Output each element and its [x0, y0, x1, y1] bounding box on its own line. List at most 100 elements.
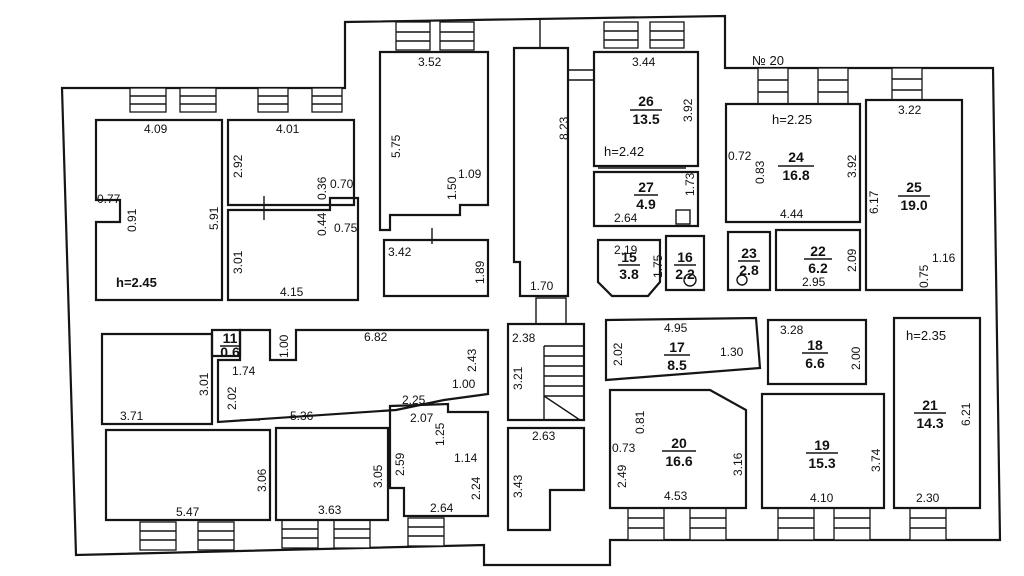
svg-text:5.47: 5.47 [176, 505, 200, 519]
svg-text:5.36: 5.36 [290, 409, 314, 423]
room-area: 16.8 [782, 167, 809, 183]
svg-text:2.95: 2.95 [802, 275, 826, 289]
svg-text:0.91: 0.91 [125, 208, 139, 232]
ceiling-height: h=2.42 [604, 144, 644, 159]
svg-text:0.44: 0.44 [315, 212, 329, 236]
svg-text:2.02: 2.02 [225, 386, 239, 410]
svg-text:3.43: 3.43 [511, 474, 525, 498]
svg-text:3.63: 3.63 [318, 503, 342, 517]
svg-text:1.16: 1.16 [932, 251, 956, 265]
svg-text:0.75: 0.75 [917, 264, 931, 288]
svg-text:2.25: 2.25 [402, 393, 426, 407]
svg-text:1.30: 1.30 [720, 345, 744, 359]
svg-text:5.75: 5.75 [389, 134, 403, 158]
room-area: 19.0 [900, 197, 927, 213]
svg-text:8.23: 8.23 [557, 116, 571, 140]
svg-text:3.71: 3.71 [120, 409, 144, 423]
svg-text:0.75: 0.75 [334, 221, 358, 235]
svg-text:0.72: 0.72 [728, 149, 752, 163]
svg-text:2.00: 2.00 [849, 346, 863, 370]
room-area: 15.3 [808, 455, 835, 471]
svg-text:4.09: 4.09 [144, 122, 168, 136]
room-area: 3.8 [619, 266, 639, 282]
svg-text:2.02: 2.02 [611, 342, 625, 366]
ceiling-height: h=2.45 [116, 275, 157, 290]
svg-text:0.81: 0.81 [633, 410, 647, 434]
svg-text:1.14: 1.14 [454, 451, 478, 465]
dimension-labels: 4.09 0.77 4.01 0.70 0.75 4.15 3.52 1.09 … [97, 55, 956, 519]
dimension-labels-vertical: 0.91 5.91 2.92 0.36 0.44 3.01 5.75 1.50 … [125, 98, 973, 500]
svg-text:1.00: 1.00 [277, 334, 291, 358]
room-number: 24 [788, 149, 804, 165]
svg-text:4.44: 4.44 [780, 207, 804, 221]
ceiling-height: h=2.25 [772, 112, 812, 127]
svg-text:0.36: 0.36 [315, 176, 329, 200]
svg-text:4.15: 4.15 [280, 285, 304, 299]
svg-text:3.92: 3.92 [681, 98, 695, 122]
room-walls [94, 46, 982, 532]
svg-text:2.64: 2.64 [614, 211, 638, 225]
room-number: 21 [922, 397, 938, 413]
svg-text:0.83: 0.83 [753, 160, 767, 184]
svg-text:4.10: 4.10 [810, 491, 834, 505]
svg-text:4.01: 4.01 [276, 122, 300, 136]
svg-text:3.01: 3.01 [197, 372, 211, 396]
svg-text:2.92: 2.92 [231, 154, 245, 178]
svg-text:4.53: 4.53 [664, 489, 688, 503]
room-number: 20 [671, 435, 687, 451]
svg-text:4.95: 4.95 [664, 321, 688, 335]
svg-text:6.82: 6.82 [364, 330, 388, 344]
room-number: 27 [638, 179, 654, 195]
room-number: 26 [638, 93, 654, 109]
svg-text:1.09: 1.09 [458, 167, 482, 181]
svg-text:6.17: 6.17 [867, 190, 881, 214]
svg-text:1.89: 1.89 [473, 260, 487, 284]
svg-text:3.28: 3.28 [780, 323, 804, 337]
svg-text:2.49: 2.49 [615, 464, 629, 488]
room-number: 17 [669, 339, 685, 355]
svg-text:2.64: 2.64 [430, 501, 454, 515]
svg-text:0.73: 0.73 [612, 441, 636, 455]
room-labels: 26 13.5 27 4.9 24 16.8 25 19.0 15 3.8 16… [220, 93, 946, 471]
svg-text:2.07: 2.07 [410, 411, 434, 425]
svg-text:1.25: 1.25 [433, 422, 447, 446]
svg-text:3.06: 3.06 [255, 468, 269, 492]
room-number: 19 [814, 437, 830, 453]
room-area: 6.6 [805, 355, 825, 371]
room-area: 4.9 [636, 196, 656, 212]
svg-text:1.00: 1.00 [452, 377, 476, 391]
svg-text:1.75: 1.75 [651, 254, 665, 278]
room-area: 16.6 [665, 453, 692, 469]
svg-text:2.43: 2.43 [465, 348, 479, 372]
room-area: 6.2 [808, 260, 828, 276]
svg-text:1.50: 1.50 [445, 176, 459, 200]
svg-text:0.77: 0.77 [97, 192, 121, 206]
svg-text:3.44: 3.44 [632, 55, 656, 69]
room-area: 8.5 [667, 357, 687, 373]
svg-text:3.05: 3.05 [371, 464, 385, 488]
svg-text:2.59: 2.59 [393, 452, 407, 476]
svg-text:3.92: 3.92 [845, 154, 859, 178]
details [240, 18, 748, 421]
svg-text:2.09: 2.09 [845, 248, 859, 272]
room-area: 2.2 [675, 266, 695, 282]
svg-text:2.38: 2.38 [512, 331, 536, 345]
svg-text:3.16: 3.16 [731, 452, 745, 476]
svg-text:3.22: 3.22 [898, 103, 922, 117]
svg-text:3.01: 3.01 [231, 250, 245, 274]
svg-text:1.74: 1.74 [232, 364, 256, 378]
room-area: 13.5 [632, 111, 659, 127]
room-number: 25 [906, 179, 922, 195]
svg-text:3.42: 3.42 [388, 245, 412, 259]
windows [129, 21, 947, 551]
room-number: 16 [677, 249, 693, 265]
svg-text:2.24: 2.24 [469, 476, 483, 500]
room-number: 22 [810, 243, 826, 259]
building-number: № 20 [752, 53, 784, 68]
svg-text:2.19: 2.19 [614, 243, 638, 257]
svg-text:0.70: 0.70 [330, 177, 354, 191]
room-number: 23 [741, 245, 757, 261]
outer-wall [60, 14, 1002, 567]
room-number: 11 [223, 330, 238, 346]
